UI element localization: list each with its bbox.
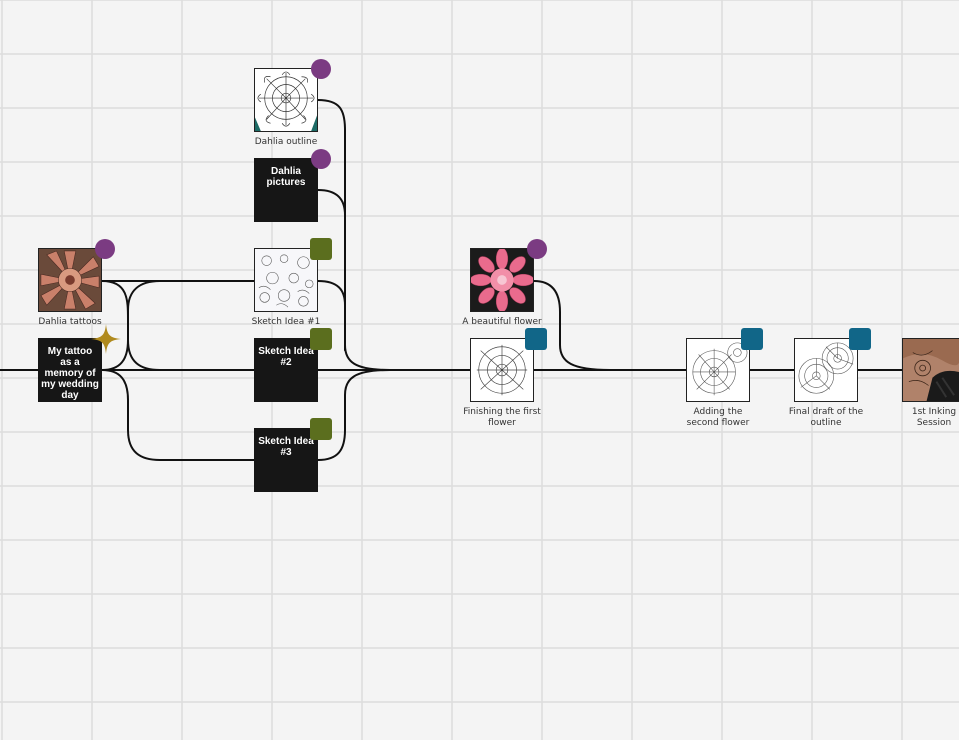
tag-circle-icon[interactable]	[311, 59, 331, 79]
node-dahlia-pictures[interactable]: Dahlia pictures	[254, 158, 318, 222]
node-sketch-2[interactable]: Sketch Idea #2	[254, 338, 318, 402]
inking-photo-icon	[903, 339, 959, 401]
caption-beautiful-flower: A beautiful flower	[462, 317, 542, 327]
caption-first-flower: Finishing the first flower	[463, 407, 541, 428]
caption-dahlia-tattoos: Dahlia tattoos	[38, 317, 102, 327]
pink-dahlia-icon	[471, 249, 533, 311]
node-second-flower[interactable]	[686, 338, 750, 402]
tag-circle-icon[interactable]	[311, 149, 331, 169]
caption-dahlia-outline: Dahlia outline	[254, 137, 318, 147]
tag-square-icon[interactable]	[310, 418, 332, 440]
caption-sketch-1: Sketch Idea #1	[251, 317, 321, 327]
node-dahlia-outline[interactable]	[254, 68, 318, 132]
caption-final-draft: Final draft of the outline	[788, 407, 864, 428]
dahlia-drawing-icon	[255, 69, 317, 131]
dahlia-tattoo-icon	[39, 249, 101, 311]
node-sketch-3[interactable]: Sketch Idea #3	[254, 428, 318, 492]
caption-second-flower: Adding the second flower	[686, 407, 750, 428]
node-dahlia-tattoos[interactable]	[38, 248, 102, 312]
tag-square-icon[interactable]	[310, 238, 332, 260]
sketch-sheet-icon	[255, 249, 317, 311]
star-icon[interactable]	[91, 324, 121, 354]
node-first-flower[interactable]	[470, 338, 534, 402]
node-inking[interactable]	[902, 338, 959, 402]
tag-square-icon[interactable]	[849, 328, 871, 350]
tag-square-icon[interactable]	[310, 328, 332, 350]
tag-square-icon[interactable]	[525, 328, 547, 350]
tag-circle-icon[interactable]	[527, 239, 547, 259]
node-sketch-1[interactable]	[254, 248, 318, 312]
tag-circle-icon[interactable]	[95, 239, 115, 259]
dahlia-outline-draft-icon	[795, 339, 857, 401]
caption-inking: 1st Inking Session	[911, 407, 957, 428]
node-final-draft[interactable]	[794, 338, 858, 402]
dahlia-drawing-icon	[471, 339, 533, 401]
node-beautiful-flower[interactable]	[470, 248, 534, 312]
two-dahlia-drawing-icon	[687, 339, 749, 401]
tag-square-icon[interactable]	[741, 328, 763, 350]
node-memory[interactable]: My tattoo as a memory of my wedding day	[38, 338, 102, 402]
